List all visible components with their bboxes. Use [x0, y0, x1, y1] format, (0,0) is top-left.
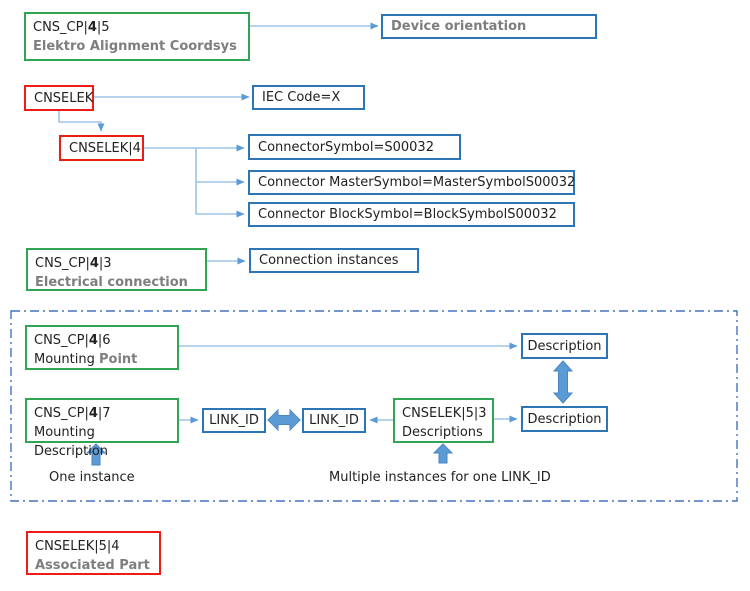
node-description-bottom: Description [521, 406, 608, 432]
node-label: ConnectorSymbol=S00032 [258, 139, 434, 155]
node-subtitle: Associated Part [35, 558, 150, 573]
node-cns-cp-4-6: CNS_CP|4|6 Mounting Point [25, 325, 179, 370]
node-label: Description [527, 338, 602, 354]
node-connector-master-symbol: Connector MasterSymbol=MasterSymbolS0003… [248, 170, 575, 195]
node-id: CNS_CP|4|5 [33, 20, 110, 35]
node-subtitle: Electrical connection [35, 275, 188, 290]
node-subtitle: Mounting Description [34, 425, 109, 459]
thick-double-arrow-vertical-icon [552, 360, 574, 404]
node-cnselek-4: CNSELEK|4 [59, 135, 144, 161]
node-connector-symbol: ConnectorSymbol=S00032 [248, 134, 461, 160]
node-link-id-left: LINK_ID [202, 408, 266, 433]
node-description-top: Description [521, 333, 608, 359]
node-label: CNSELEK [34, 90, 94, 106]
node-subtitle: Elektro Alignment Coordsys [33, 39, 237, 54]
node-cnselek-5-3: CNSELEK|5|3 Descriptions [393, 398, 494, 443]
node-id: CNS_CP|4|7 [34, 406, 111, 421]
node-connection-instances: Connection instances [249, 248, 419, 273]
node-label: Description [527, 411, 602, 427]
node-label: Device orientation [391, 19, 527, 34]
node-cns-cp-4-7: CNS_CP|4|7 Mounting Description [25, 398, 179, 459]
node-subtitle: Descriptions [402, 425, 483, 440]
node-id: CNS_CP|4|3 [35, 256, 112, 271]
node-label: IEC Code=X [262, 90, 341, 105]
edge-cnselek-to-cnselek4 [58, 111, 105, 132]
up-arrow-multiple-instances-icon [432, 443, 454, 464]
node-link-id-right: LINK_ID [302, 408, 366, 433]
node-id: CNS_CP|4|6 [34, 333, 111, 348]
node-label: Connector MasterSymbol=MasterSymbolS0003… [258, 175, 576, 190]
node-id: CNSELEK|5|4 [35, 539, 120, 554]
node-cnselek-5-4: CNSELEK|5|4 Associated Part [26, 531, 161, 575]
node-label: CNSELEK|4 [69, 140, 141, 156]
node-label: Connection instances [259, 253, 399, 268]
annotation-multiple-instances: Multiple instances for one LINK_ID [329, 470, 551, 485]
node-label: LINK_ID [309, 413, 359, 428]
annotation-one-instance: One instance [49, 470, 135, 485]
node-iec-code: IEC Code=X [252, 85, 365, 110]
node-label: Connector BlockSymbol=BlockSymbolS00032 [258, 207, 557, 222]
node-device-orientation: Device orientation [381, 14, 597, 39]
up-arrow-one-instance-icon [85, 443, 107, 466]
thick-double-arrow-horizontal-icon [267, 408, 301, 432]
node-subtitle: Mounting Point [34, 352, 138, 367]
node-cnselek: CNSELEK [24, 85, 94, 111]
node-label: LINK_ID [209, 413, 259, 428]
node-id: CNSELEK|5|3 [402, 406, 487, 421]
dash-dot-group-border [10, 310, 738, 502]
node-cns-cp-4-5: CNS_CP|4|5 Elektro Alignment Coordsys [24, 12, 250, 61]
node-connector-block-symbol: Connector BlockSymbol=BlockSymbolS00032 [248, 202, 575, 227]
node-cns-cp-4-3: CNS_CP|4|3 Electrical connection [26, 248, 207, 291]
